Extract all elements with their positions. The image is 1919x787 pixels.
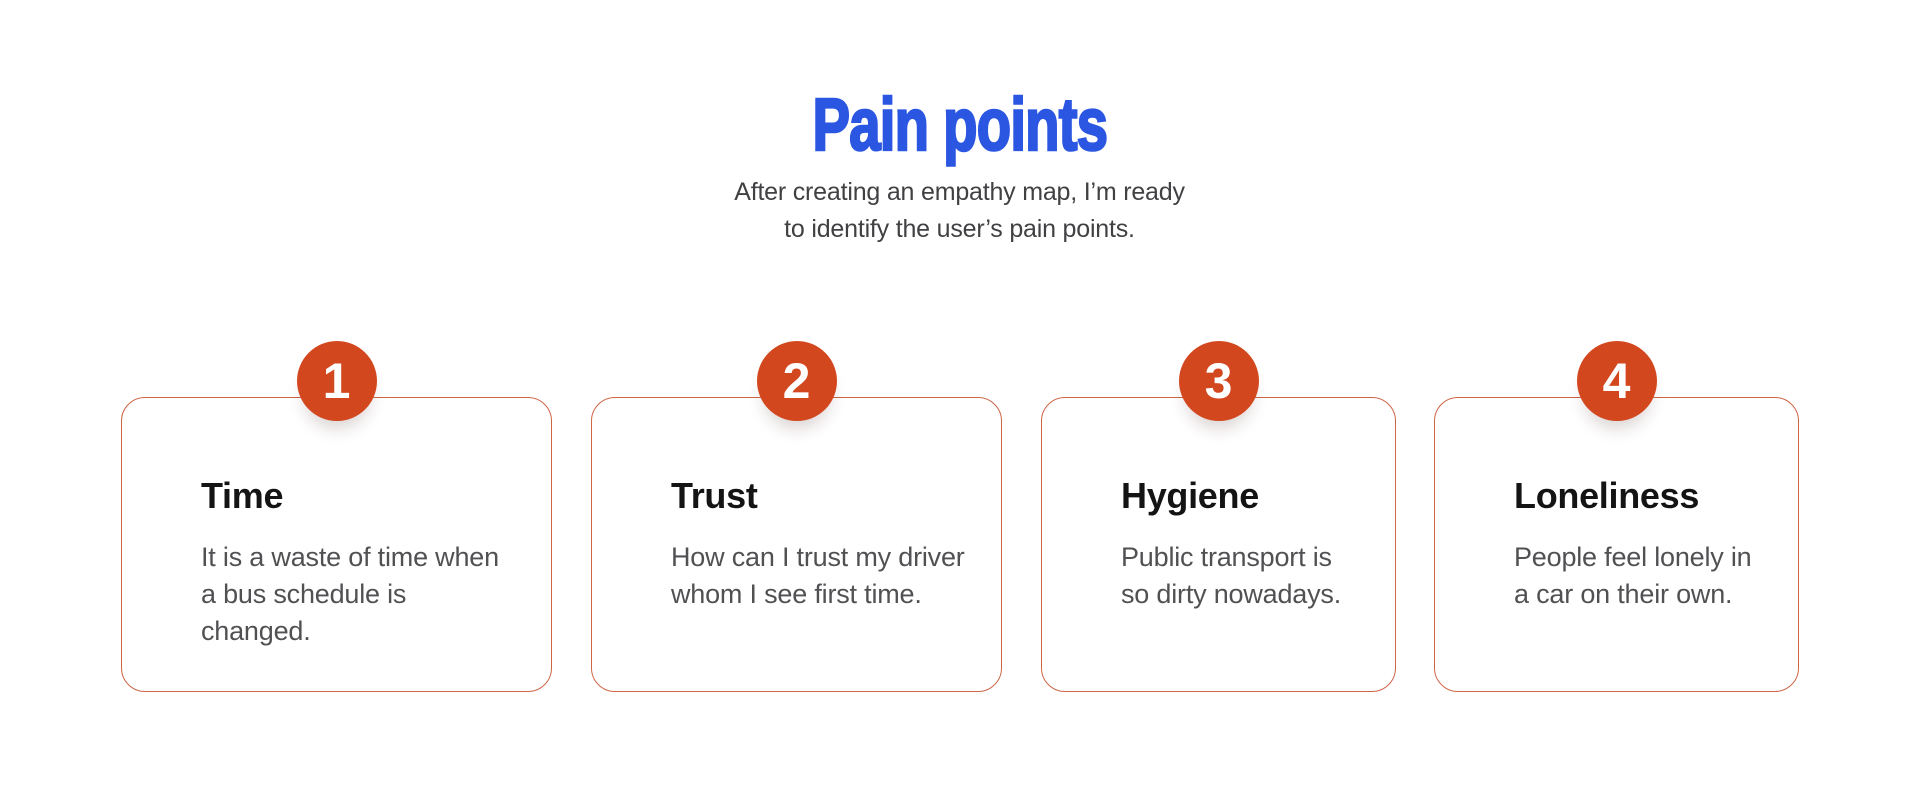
card-body-line-2: a car on their own. xyxy=(1514,579,1733,609)
pain-point-card-trust: 2 Trust How can I trust my driver whom I… xyxy=(591,341,1002,692)
page-title: Pain points xyxy=(811,83,1108,166)
slide-header: Pain points After creating an empathy ma… xyxy=(0,83,1919,248)
card-body-line-1: Public transport is xyxy=(1121,542,1332,572)
number-badge-2: 2 xyxy=(756,341,837,421)
card-body-line-2: so dirty nowadays. xyxy=(1121,579,1342,609)
number-badge-1: 1 xyxy=(296,341,377,421)
card-body-line-2: whom I see first time. xyxy=(671,579,922,609)
card-title-hygiene: Hygiene xyxy=(1121,475,1259,516)
card-body-line-2: a bus schedule is changed. xyxy=(201,579,407,646)
card-title-loneliness: Loneliness xyxy=(1514,475,1700,516)
subtitle-line-1: After creating an empathy map, I’m ready xyxy=(734,178,1185,206)
number-badge-3: 3 xyxy=(1178,341,1259,421)
pain-point-card-loneliness: 4 Loneliness People feel lonely in a car… xyxy=(1434,341,1799,692)
pain-point-card-hygiene: 3 Hygiene Public transport is so dirty n… xyxy=(1041,341,1396,692)
card-body-line-1: People feel lonely in xyxy=(1514,542,1752,572)
card-body-hygiene: Public transport is so dirty nowadays. xyxy=(1121,539,1367,613)
card-body-time: It is a waste of time when a bus schedul… xyxy=(201,539,523,650)
card-title-trust: Trust xyxy=(671,475,758,516)
card-body-trust: How can I trust my driver whom I see fir… xyxy=(671,539,973,613)
page-subtitle: After creating an empathy map, I’m ready… xyxy=(0,174,1919,248)
card-title-time: Time xyxy=(201,475,284,516)
card-body-line-1: It is a waste of time when xyxy=(201,542,499,572)
pain-point-card-time: 1 Time It is a waste of time when a bus … xyxy=(121,341,552,692)
number-badge-4: 4 xyxy=(1576,341,1657,421)
subtitle-line-2: to identify the user’s pain points. xyxy=(784,215,1135,243)
card-body-loneliness: People feel lonely in a car on their own… xyxy=(1514,539,1770,613)
card-body-line-1: How can I trust my driver xyxy=(671,542,965,572)
